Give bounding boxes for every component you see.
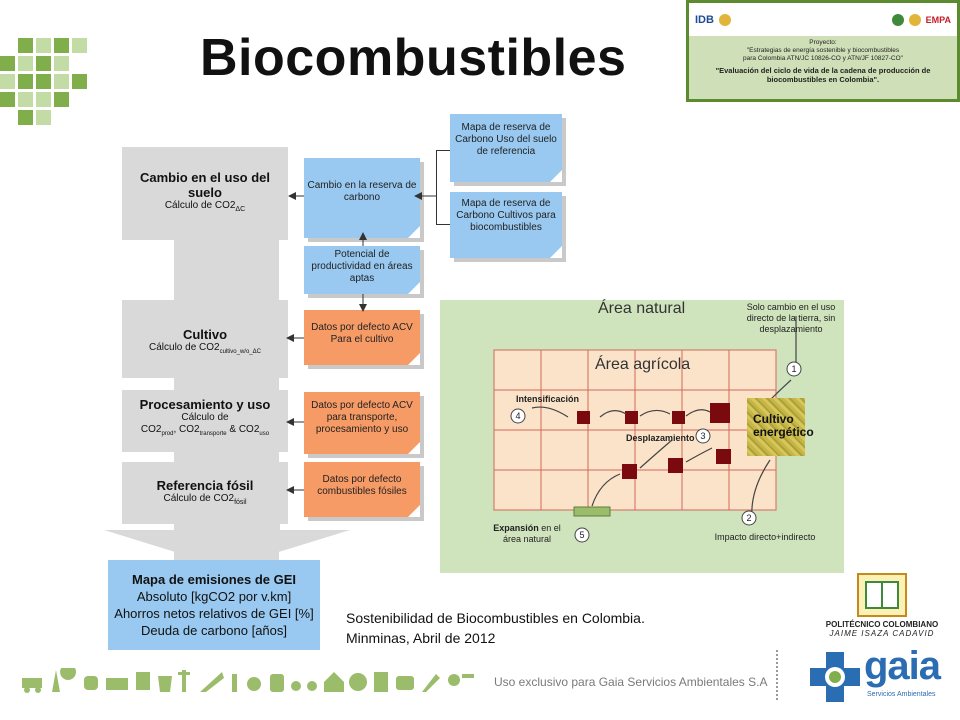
box-mapa-ref: Mapa de reserva de Carbono Uso del suelo… [450,114,562,182]
box-procesamiento: Procesamiento y uso Cálculo de CO2prod, … [122,390,288,452]
project-highlight: "Evaluación del ciclo de vida de la cade… [715,66,931,84]
leaf-logo-icon [891,13,904,26]
source-caption: Sostenibilidad de Biocombustibles en Col… [346,608,645,648]
impacto-label: Impacto directo+indirecto [714,532,816,542]
procesamiento-heading: Procesamiento y uso [139,397,271,412]
box-datos-procesamiento: Datos por defecto ACV para transporte, p… [304,392,420,454]
intensificacion-label: Intensificación [516,394,580,404]
sustainability-icons-strip [22,668,474,693]
footer-divider [776,650,778,700]
potencial-label: Potencial de productividad en áreas apta… [311,249,413,284]
cultivo-heading: Cultivo [182,327,228,342]
mapa-line-3: Deuda de carbono [años] [141,623,287,638]
project-line-2: para Colombia ATN/JC 10826-CO y ATN/JF 1… [743,55,903,62]
project-logos: IDB EMPA [689,3,957,36]
project-heading: Proyecto: [809,39,837,46]
procesamiento-calc-label: Cálculo de [181,412,229,423]
marker-3: 3 [700,431,705,441]
decorative-mosaic [0,38,95,130]
marker-5: 5 [579,530,584,540]
politecnico-sub: JAIME ISAZA CADAVID [829,629,935,638]
gaia-logo-sub: Servicios Ambientales [867,691,936,698]
cambio-calc: Cálculo de CO2ΔC [164,200,246,213]
coat-of-arms-icon [718,13,731,26]
politecnico-name: POLITÉCNICO COLOMBIANO [825,620,939,629]
cultivo-energetico-photo: Cultivo energético [747,398,814,456]
box-cultivo: Cultivo Cálculo de CO2cultivo_w/o_ΔC [122,300,288,378]
note-label: Solo cambio en el uso directo de la tier… [746,302,836,334]
area-natural-label: Área natural [598,300,686,317]
box-mapa-cult: Mapa de reserva de Carbono Cultivos para… [450,192,562,258]
connector-arrows [288,192,436,312]
box-mapa-emisiones: Mapa de emisiones de GEI Absoluto [kgCO2… [108,560,320,650]
footer-usage-text: Uso exclusivo para Gaia Servicios Ambien… [494,675,768,689]
procesamiento-calc: CO2prod, CO2transporte & CO2uso [140,424,270,437]
page-title: Biocombustibles [200,29,627,87]
datos-proc-label: Datos por defecto ACV para transporte, p… [311,400,413,435]
caption-line-1: Sostenibilidad de Biocombustibles en Col… [346,610,645,626]
box-cambio-reserva: Cambio en la reserva de carbono [304,158,420,238]
marker-2: 2 [746,513,751,523]
empa-logo: EMPA [925,14,951,25]
politecnico-logo: POLITÉCNICO COLOMBIANO JAIME ISAZA CADAV… [820,620,944,638]
desplazamiento-label: Desplazamiento [626,433,695,443]
marker-4: 4 [515,411,520,421]
project-line-1: "Estrategias de energía sostenible y bio… [746,47,900,54]
box-potencial: Potencial de productividad en áreas apta… [304,246,420,294]
idb-logo: IDB [695,13,714,26]
box-cambio-uso-suelo: Cambio en el uso del suelo Cálculo de CO… [122,147,288,240]
mapa-line-2: Ahorros netos relativos de GEI [%] [114,606,314,621]
datos-acv-label: Datos por defecto ACV Para el cultivo [311,322,413,345]
caption-line-2: Minminas, Abril de 2012 [346,630,496,646]
area-agricola-label: Área agrícola [595,356,691,373]
box-datos-fosiles: Datos por defecto combustibles fósiles [304,462,420,517]
connector-line [436,224,450,225]
referencia-heading: Referencia fósil [156,478,254,493]
marker-1: 1 [791,364,796,374]
datos-fosil-label: Datos por defecto combustibles fósiles [317,474,407,497]
box-datos-acv-cultivo: Datos por defecto ACV Para el cultivo [304,310,420,365]
cultivo-energetico-label: Cultivo energético [753,412,814,439]
project-info-box: IDB EMPA Proyecto: "Estrategias de energ… [686,0,960,102]
cultivo-calc: Cálculo de CO2cultivo_w/o_ΔC [149,342,261,355]
referencia-calc: Cálculo de CO2fósil [163,493,247,506]
box-referencia-fosil: Referencia fósil Cálculo de CO2fósil [122,462,288,524]
connector-line [436,150,450,151]
cambio-heading: Cambio en el uso del suelo [139,170,271,200]
politecnico-shield-icon [857,573,907,617]
down-arrow-icon [104,510,350,568]
connector-line [436,150,437,225]
gaia-logo-text: gaia [864,644,941,688]
shield-logo-icon [908,13,921,26]
mapa-line-1: Absoluto [kgCO2 por v.km] [136,589,292,604]
mapa-heading: Mapa de emisiones de GEI [132,572,296,587]
left-arrows [286,334,304,494]
mapa-cult-label: Mapa de reserva de Carbono Cultivos para… [456,198,556,233]
cambio-reserva-label: Cambio en la reserva de carbono [307,180,417,203]
gaia-cross-icon [810,652,860,702]
mapa-ref-label: Mapa de reserva de Carbono Uso del suelo… [455,122,557,157]
